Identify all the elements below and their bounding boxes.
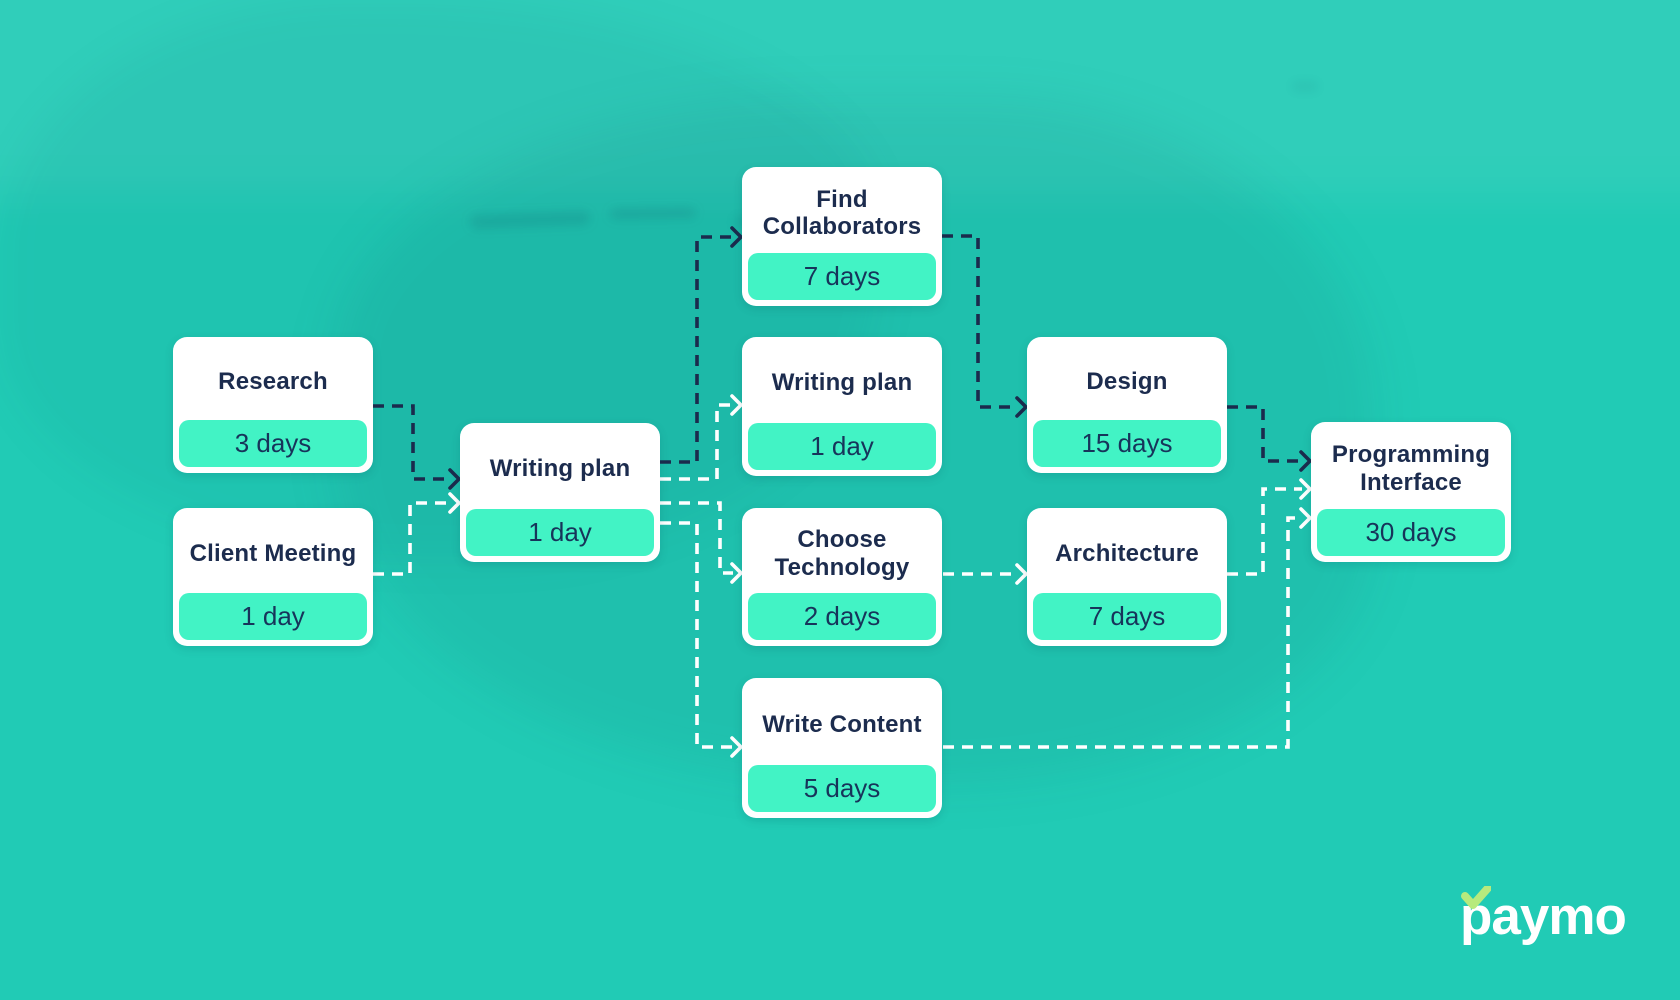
task-title: Design	[1086, 367, 1168, 395]
watercolor-blotch	[1292, 82, 1318, 91]
task-title: Find Collaborators	[762, 185, 922, 240]
task-title: Writing plan	[489, 455, 631, 483]
connector-find-collaborators-to-design	[942, 234, 1018, 409]
task-title: Writing plan	[771, 369, 913, 397]
task-card-writing-plan-2: Writing plan 1 day	[742, 337, 942, 476]
task-duration-badge: 30 days	[1317, 509, 1505, 556]
arrowhead-icon	[1299, 507, 1312, 529]
paymo-check-icon	[1461, 886, 1491, 909]
paymo-logo-text: paymo	[1460, 887, 1627, 946]
paymo-logo: paymo	[1460, 884, 1660, 954]
task-card-choose-technology: Choose Technology 2 days	[742, 508, 942, 646]
task-duration-badge: 3 days	[179, 420, 367, 467]
task-duration-badge: 1 day	[748, 423, 936, 470]
arrowhead-icon	[730, 736, 743, 758]
arrowhead-icon	[1299, 450, 1312, 472]
connector-design-to-programming-interface	[1227, 405, 1302, 463]
task-card-writing-plan: Writing plan 1 day	[460, 423, 660, 562]
task-duration-badge: 1 day	[466, 509, 654, 556]
task-duration-badge: 15 days	[1033, 420, 1221, 467]
arrowhead-icon	[1015, 396, 1028, 418]
task-duration-badge: 7 days	[1033, 593, 1221, 640]
task-duration-badge: 7 days	[748, 253, 936, 300]
task-title: Research	[218, 367, 328, 395]
task-title: Programming Interface	[1331, 441, 1491, 496]
task-card-architecture: Architecture 7 days	[1027, 508, 1227, 646]
task-title: Client Meeting	[189, 539, 357, 567]
task-duration-badge: 1 day	[179, 593, 367, 640]
task-title: Architecture	[1055, 539, 1199, 567]
task-card-research: Research 3 days	[173, 337, 373, 473]
task-card-client-meeting: Client Meeting 1 day	[173, 508, 373, 646]
task-card-design: Design 15 days	[1027, 337, 1227, 473]
connector-architecture-to-programming-interface	[1227, 487, 1302, 576]
task-duration-badge: 5 days	[748, 765, 936, 812]
task-title: Choose Technology	[774, 526, 910, 581]
connector-writing-plan-to-write-content	[660, 521, 733, 749]
task-card-write-content: Write Content 5 days	[742, 678, 942, 818]
task-title: Write Content	[762, 710, 922, 738]
task-card-programming-interface: Programming Interface 30 days	[1311, 422, 1511, 562]
task-duration-badge: 2 days	[748, 593, 936, 640]
arrowhead-icon	[1299, 478, 1312, 500]
arrowhead-icon	[1015, 563, 1028, 585]
task-card-find-collaborators: Find Collaborators 7 days	[742, 167, 942, 306]
arrowhead-icon	[730, 562, 743, 584]
